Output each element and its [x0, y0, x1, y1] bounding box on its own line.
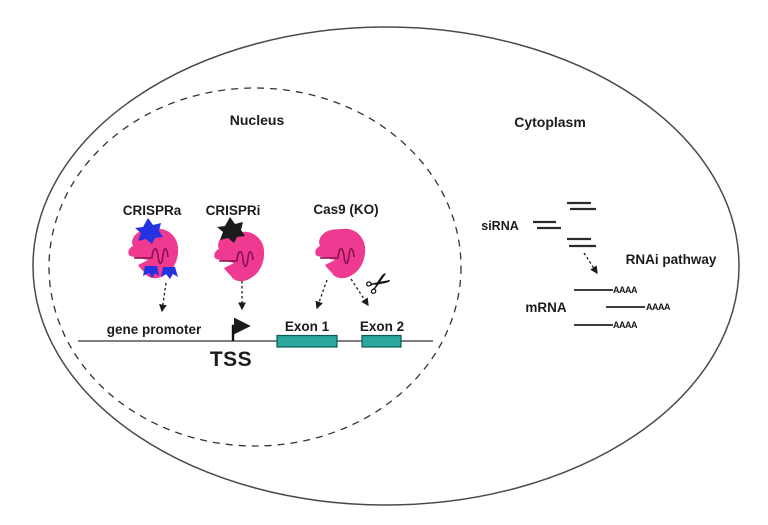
crispra-protein	[128, 218, 179, 279]
crispri-repressor-domain	[217, 217, 245, 243]
exon2-label: Exon 2	[359, 319, 405, 334]
tss-arrow	[231, 317, 251, 341]
crispra-foot-right	[161, 267, 178, 279]
mrna-label: mRNA	[525, 300, 567, 315]
cas9-protein	[315, 228, 366, 279]
crispra-target-arrow	[159, 282, 167, 313]
sirna-label: siRNA	[481, 219, 519, 233]
cas9-label: Cas9 (KO)	[313, 202, 379, 217]
tss-label: TSS	[209, 348, 253, 371]
cas9-exon1-arrow	[315, 279, 328, 310]
crispra-guide-rna	[134, 247, 169, 265]
mrna1-polya-tail: AAAA	[613, 285, 638, 295]
crispri-blob	[214, 231, 265, 282]
crispra-label: CRISPRa	[122, 203, 182, 218]
sirna-duplexes	[533, 201, 596, 248]
rnai-pathway-label: RNAi pathway	[625, 252, 717, 267]
exon2-box	[361, 334, 402, 348]
sirna-to-mrna-arrow	[583, 252, 598, 275]
gene-promoter-label: gene promoter	[106, 322, 202, 337]
nucleus-label: Nucleus	[229, 112, 285, 128]
mrna2-polya-tail: AAAA	[646, 302, 671, 312]
cas9-blob	[315, 228, 366, 279]
exon1-label: Exon 1	[284, 319, 330, 334]
cell-membrane-ellipse	[32, 26, 740, 506]
cas9-exon2-arrow	[350, 278, 369, 307]
crispra-activator-domain	[135, 218, 163, 244]
crispra-foot-left	[143, 266, 159, 278]
cytoplasm-label: Cytoplasm	[514, 114, 586, 130]
exon1-box	[276, 334, 338, 348]
nucleus-envelope-ellipse	[48, 87, 462, 447]
mrna3-polya-tail: AAAA	[613, 320, 638, 330]
crispri-protein	[214, 217, 265, 282]
mrna-strands	[574, 289, 645, 326]
crispri-label: CRISPRi	[205, 203, 261, 218]
cas9-guide-rna	[320, 247, 355, 265]
crispri-guide-rna	[219, 250, 254, 268]
